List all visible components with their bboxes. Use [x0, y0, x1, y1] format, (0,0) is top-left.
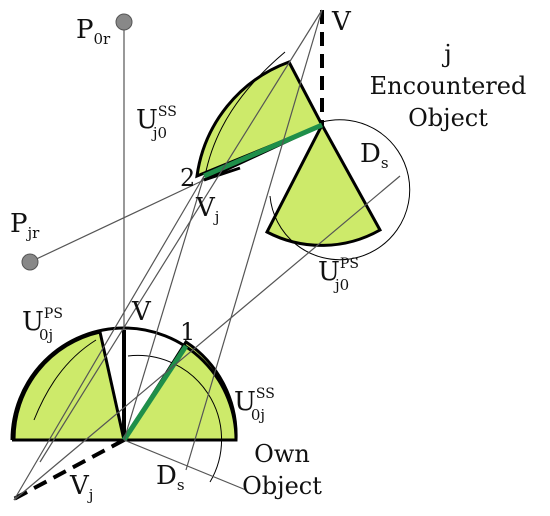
point-p0r: [115, 13, 133, 31]
label-ds-top: Ds: [360, 139, 389, 172]
label-own-line-1: Own: [254, 440, 310, 468]
label-encountered-line-1: j: [441, 40, 451, 68]
label-point-2: 2: [180, 164, 195, 192]
point-pjr: [21, 253, 39, 271]
vj-segment-top: [203, 166, 241, 182]
label-v-top: V: [331, 7, 352, 37]
line-pjr-to-vj: [29, 179, 205, 263]
port-sector-j0: [264, 121, 383, 247]
encountered-object-group: [195, 10, 411, 261]
line-ds-bottom: [123, 439, 247, 491]
label-vj-top: Vj: [195, 193, 219, 226]
starboard-sector-j0: [195, 60, 325, 179]
label-encountered-line-2: Encountered: [370, 72, 527, 100]
tangent-green-bottom: [121, 344, 189, 442]
domain-circle-top: [269, 119, 411, 261]
line-vj-tangent-1: [13, 175, 205, 501]
curve-bottom-inner: [33, 339, 97, 421]
domain-circle-bottom: [127, 354, 223, 483]
line-v-top-to-bottom-2: [185, 9, 323, 471]
line-v-top-to-bottom-1: [39, 9, 323, 463]
label-pjr: Pjr: [10, 209, 40, 242]
port-sector-0j: [12, 330, 126, 442]
curve-top-inner: [204, 51, 286, 177]
label-ds-bottom: Ds: [156, 461, 185, 494]
label-v-bottom: V: [131, 297, 152, 327]
label-encountered-line-3: Object: [408, 104, 488, 132]
label-p0r: P0r: [76, 15, 111, 48]
label-own-line-2: Object: [242, 472, 322, 500]
label-point-1: 1: [180, 318, 195, 346]
label-vj-bottom: Vj: [69, 471, 93, 504]
line-vj-tangent-2: [13, 175, 401, 501]
line-2-to-own: [123, 175, 205, 441]
construction-lines: [13, 9, 401, 501]
relative-velocity-dashed: [11, 438, 125, 502]
